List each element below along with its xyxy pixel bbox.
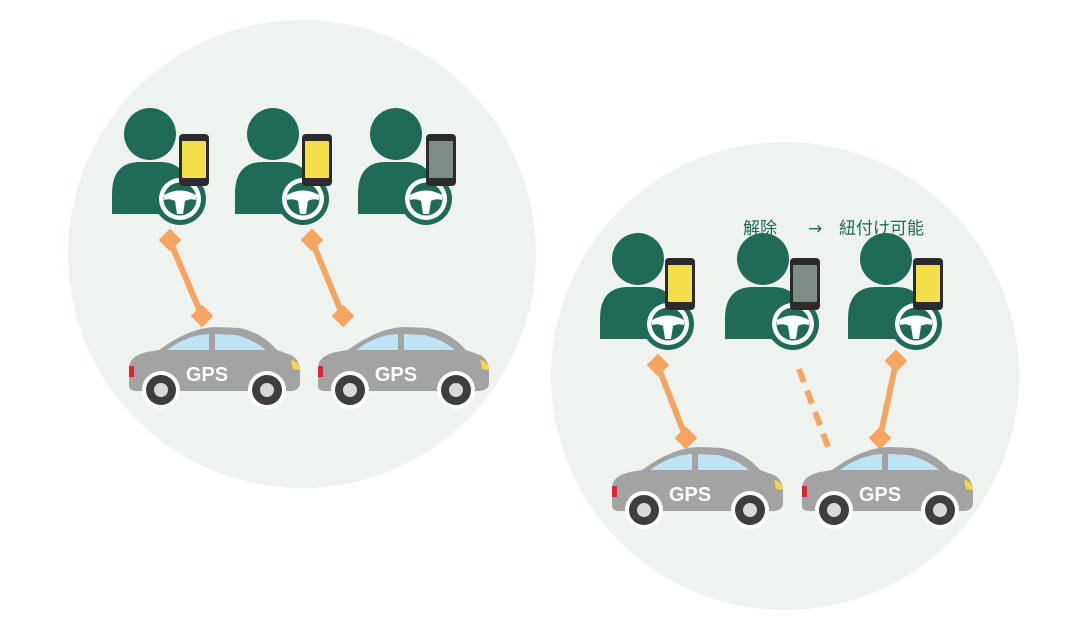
driver-left-3 [358, 108, 456, 225]
car-label: GPS [859, 484, 901, 506]
link-right-released [796, 367, 833, 454]
phone-screen [793, 265, 817, 302]
phone-screen [668, 265, 692, 302]
note-arrow: → [808, 219, 822, 239]
phone-screen [429, 141, 453, 178]
phone-screen [916, 265, 940, 302]
link-right-1 [646, 353, 698, 450]
driver-left-1 [112, 108, 209, 225]
car-left-1: GPS [129, 327, 300, 409]
left-group-circle [68, 20, 536, 488]
right-group-circle [551, 142, 1019, 610]
car-label: GPS [669, 484, 711, 506]
driver-right-1 [600, 233, 695, 350]
phone-screen [305, 141, 329, 178]
link-right-2 [868, 349, 908, 450]
phone-screen [182, 141, 206, 178]
car-label: GPS [186, 364, 228, 386]
driver-right-2 [725, 233, 820, 350]
note-linkable: 紐付け可能 [839, 219, 924, 239]
car-right-1: GPS [612, 447, 783, 529]
car-right-2: GPS [802, 447, 973, 529]
driver-right-3 [848, 233, 943, 350]
car-left-2: GPS [318, 327, 489, 409]
car-label: GPS [375, 364, 417, 386]
driver-left-2 [235, 108, 332, 225]
status-note: 解除 → 紐付け可能 [743, 219, 924, 239]
